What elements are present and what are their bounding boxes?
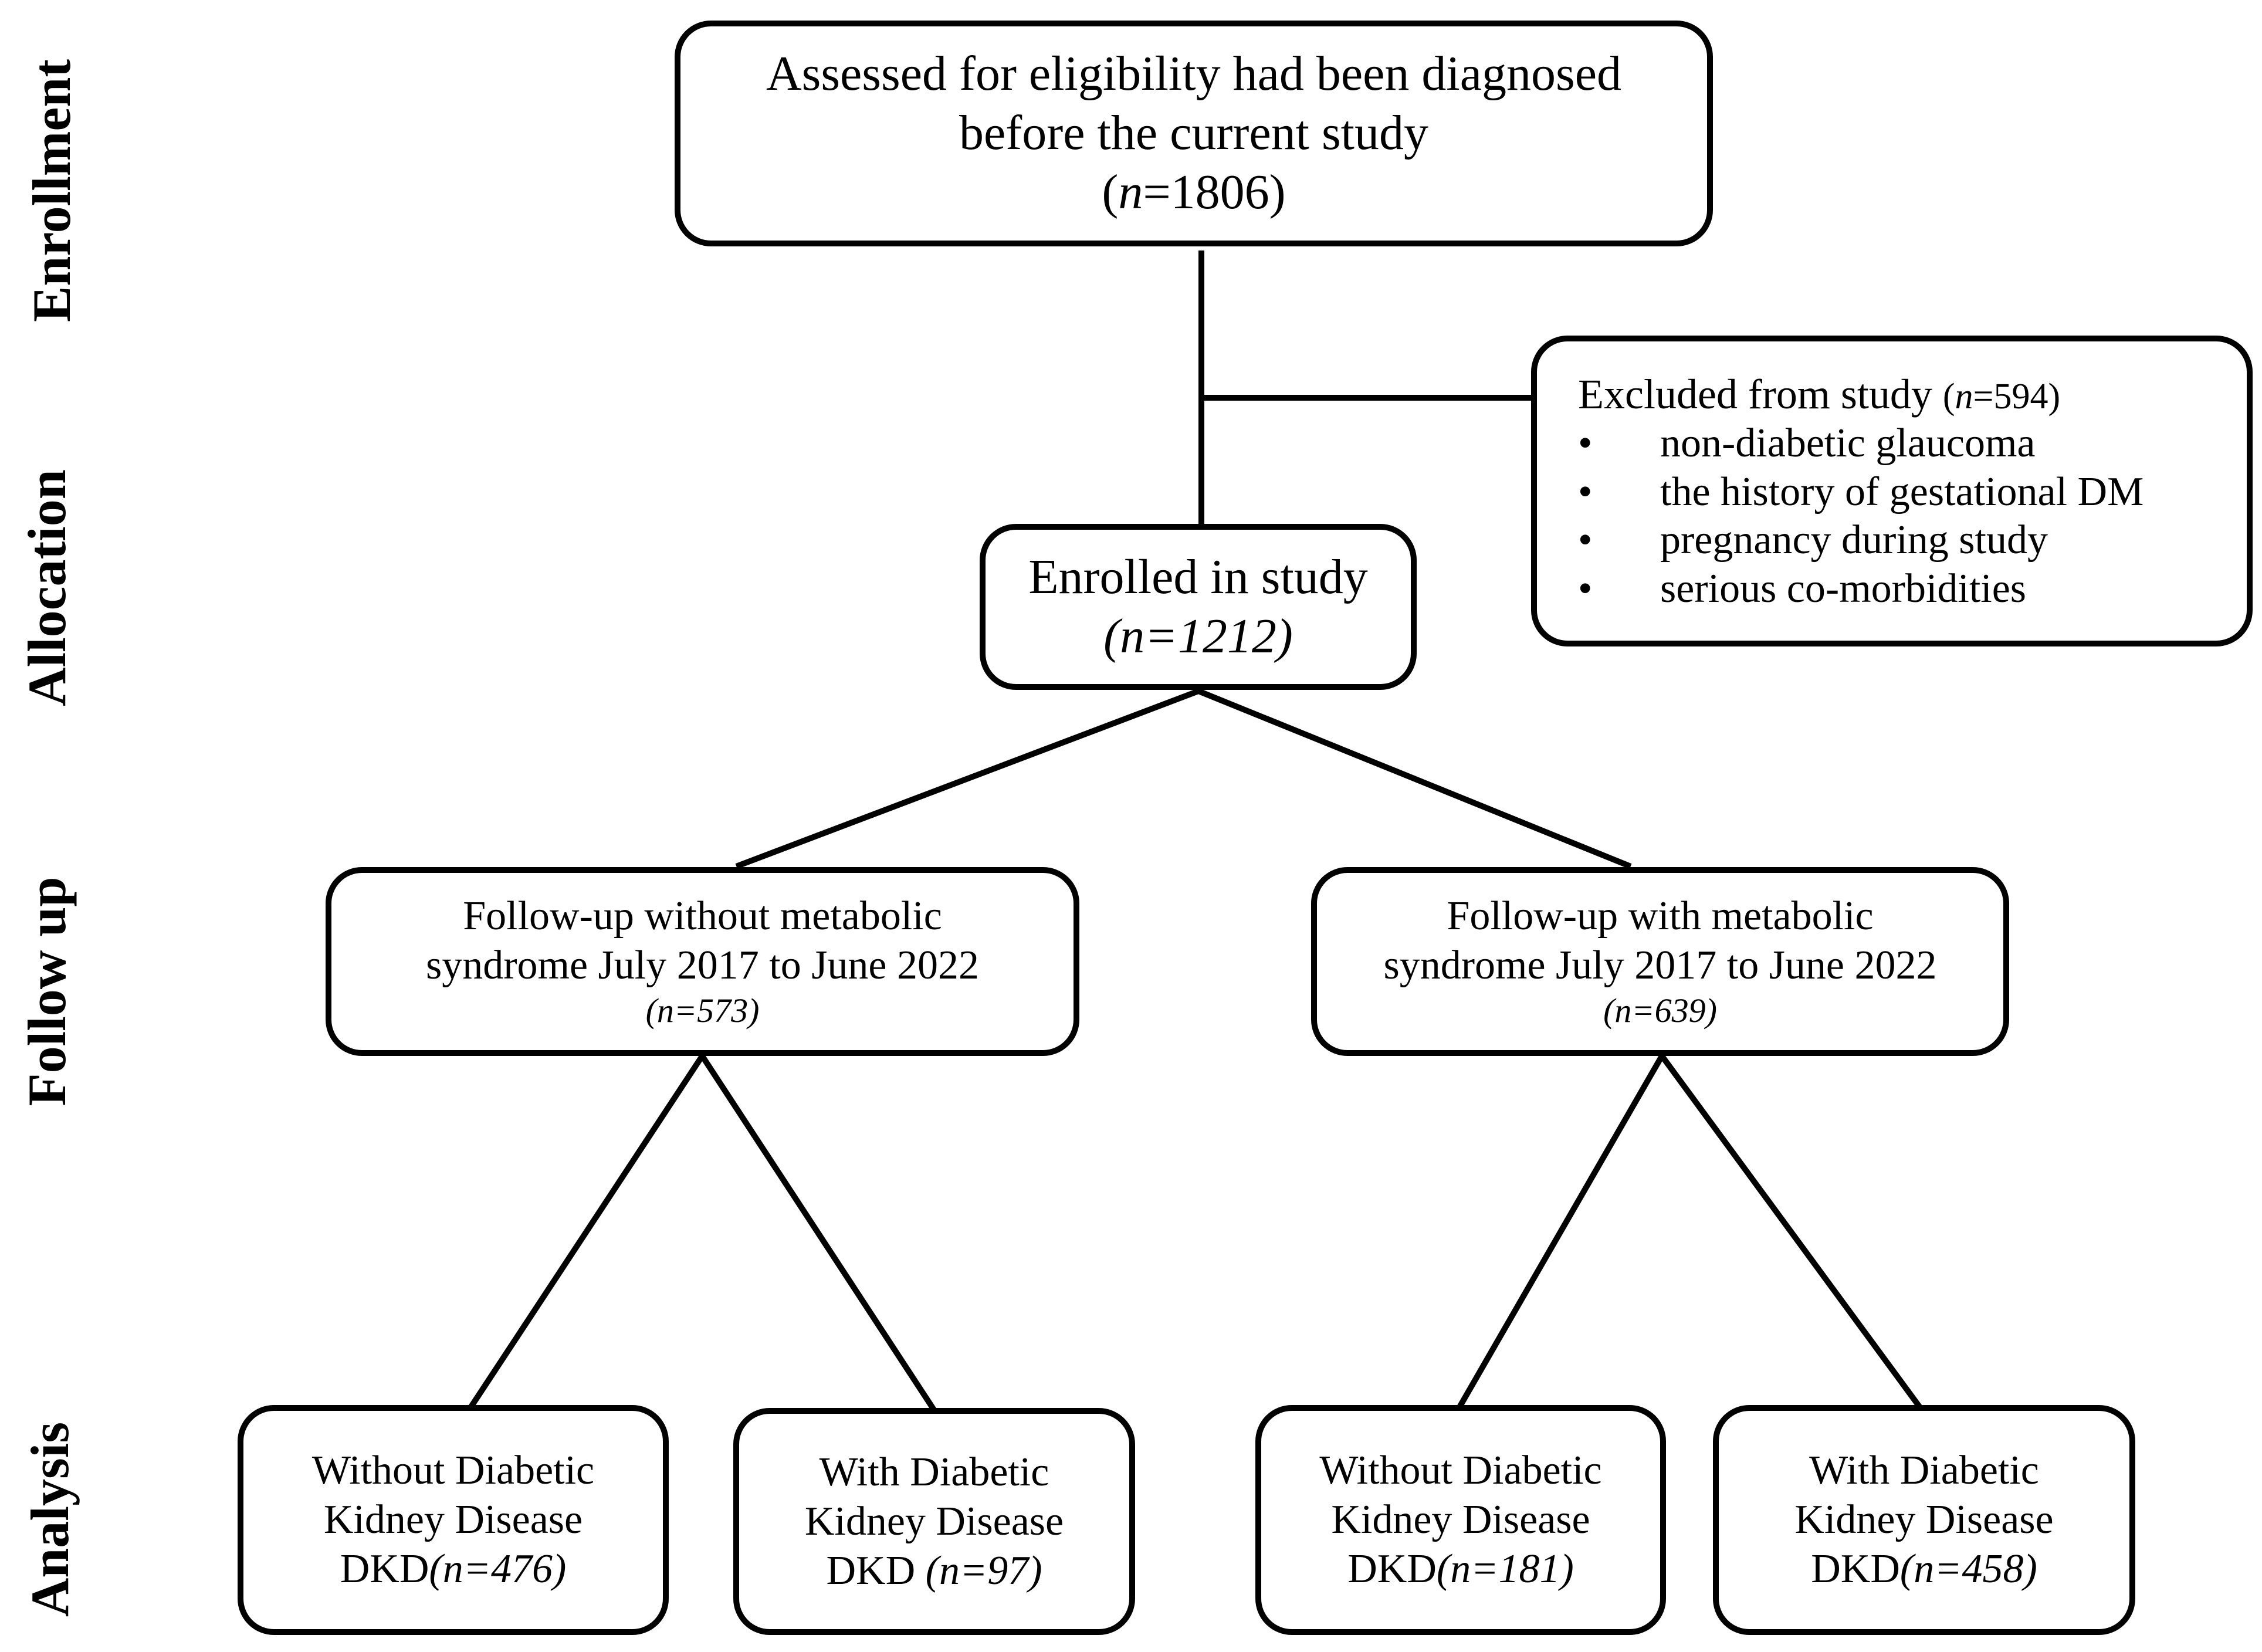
excluded-reason: •non-diabetic glaucoma xyxy=(1578,419,2035,468)
analysis-count: DKD(n=181) xyxy=(1347,1546,1574,1592)
followup-without-count: (n=573) xyxy=(645,991,760,1030)
assessed-line-2: before the current study xyxy=(959,106,1428,161)
assessed-line-1: Assessed for eligibility had been diagno… xyxy=(766,46,1622,101)
analysis-line-2: Kidney Disease xyxy=(1331,1497,1590,1542)
analysis-line-1: Without Diabetic xyxy=(1319,1448,1602,1493)
analysis-count: DKD (n=97) xyxy=(826,1548,1042,1593)
enrolled-box: Enrolled in study (n=1212) xyxy=(980,524,1417,690)
without-dkd-box-2: Without Diabetic Kidney Disease DKD(n=18… xyxy=(1255,1405,1666,1635)
analysis-line-1: Without Diabetic xyxy=(311,1448,595,1493)
followup-without-line-2: syndrome July 2017 to June 2022 xyxy=(425,943,980,989)
bullet-icon: • xyxy=(1578,469,1593,514)
bullet-icon: • xyxy=(1578,421,1593,466)
connector-fu-with-to-a3 xyxy=(1457,1052,1666,1409)
excluded-reason: •serious co-morbidities xyxy=(1578,565,2026,614)
excluded-reason: •the history of gestational DM xyxy=(1578,468,2144,517)
analysis-line-2: Kidney Disease xyxy=(323,1497,583,1542)
analysis-count: DKD(n=476) xyxy=(340,1546,567,1592)
connector-fu-without-to-a2 xyxy=(698,1052,937,1412)
connector-enrolled-to-fu-with xyxy=(1194,687,1632,869)
assessed-count: (n=1806) xyxy=(1102,164,1286,219)
followup-with-line-1: Follow-up with metabolic xyxy=(1447,893,1874,939)
assessed-eligibility-box: Assessed for eligibility had been diagno… xyxy=(675,21,1713,246)
analysis-line-2: Kidney Disease xyxy=(1794,1497,2054,1542)
analysis-line-1: With Diabetic xyxy=(819,1449,1049,1495)
followup-without-line-1: Follow-up without metabolic xyxy=(463,893,942,939)
with-dkd-box-2: With Diabetic Kidney Disease DKD(n=458) xyxy=(1713,1405,2135,1635)
followup-with-metabolic-box: Follow-up with metabolic syndrome July 2… xyxy=(1311,867,2009,1056)
analysis-count: DKD(n=458) xyxy=(1811,1546,2037,1592)
analysis-line-1: With Diabetic xyxy=(1809,1448,2039,1493)
connector-fu-with-to-a4 xyxy=(1658,1052,1922,1409)
enrolled-title: Enrolled in study xyxy=(1028,549,1368,604)
excluded-box: Excluded from study (n=594) •non-diabeti… xyxy=(1531,336,2253,646)
connector-fu-without-to-a1 xyxy=(468,1052,706,1409)
followup-with-count: (n=639) xyxy=(1603,991,1717,1030)
analysis-line-2: Kidney Disease xyxy=(804,1498,1064,1544)
bullet-icon: • xyxy=(1578,566,1593,611)
followup-with-line-2: syndrome July 2017 to June 2022 xyxy=(1383,943,1937,989)
followup-without-metabolic-box: Follow-up without metabolic syndrome Jul… xyxy=(326,867,1079,1056)
bullet-icon: • xyxy=(1578,517,1593,563)
connector-enrolled-to-fu-without xyxy=(735,687,1203,869)
with-dkd-box-1: With Diabetic Kidney Disease DKD (n=97) xyxy=(733,1408,1135,1635)
enrolled-count: (n=1212) xyxy=(1103,608,1293,663)
without-dkd-box-1: Without Diabetic Kidney Disease DKD(n=47… xyxy=(238,1405,669,1635)
excluded-title: Excluded from study (n=594) xyxy=(1578,370,2061,418)
excluded-reason: •pregnancy during study xyxy=(1578,516,2048,565)
